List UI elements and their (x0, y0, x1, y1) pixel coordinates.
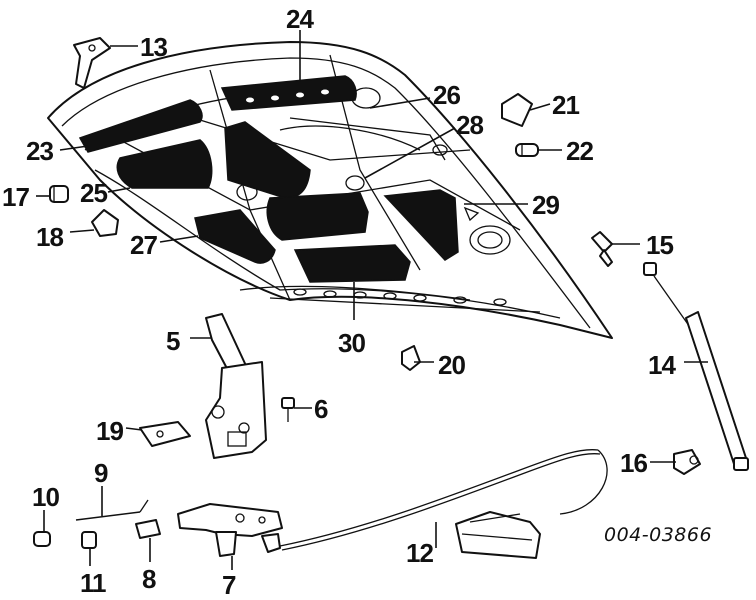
callout-labels: 13 24 23 26 28 21 22 17 25 29 18 27 15 3… (2, 4, 677, 600)
callout-17: 17 (2, 182, 29, 212)
callout-20: 20 (438, 350, 465, 380)
callout-18: 18 (36, 222, 63, 252)
part-5-hinge (205, 313, 267, 459)
part-14-gas-strut (643, 262, 749, 471)
part-10-pin (33, 531, 51, 547)
pad-24 (220, 75, 357, 111)
callout-21: 21 (552, 90, 579, 120)
callout-28: 28 (456, 110, 483, 140)
part-9-rod (75, 499, 149, 521)
callout-29: 29 (532, 190, 559, 220)
part-11-clip (81, 531, 97, 549)
part-13-bracket (73, 37, 111, 89)
insulation-pads (78, 75, 459, 283)
leader-lines (36, 30, 708, 570)
part-6-bolt (281, 397, 295, 422)
part-15-clip (591, 231, 613, 267)
pad-29 (383, 189, 459, 261)
callout-13: 13 (140, 32, 167, 62)
callout-14: 14 (648, 350, 676, 380)
callout-23: 23 (26, 136, 53, 166)
callout-16: 16 (620, 448, 647, 478)
rail-slots (293, 288, 507, 306)
diagram-reference-code: 004-03866 (604, 524, 712, 546)
callout-25: 25 (80, 178, 107, 208)
callout-30: 30 (338, 328, 365, 358)
callout-8: 8 (142, 564, 156, 594)
callout-15: 15 (646, 230, 673, 260)
part-21-bumper (501, 93, 533, 127)
callout-7: 7 (222, 570, 236, 600)
part-22-stop (515, 143, 539, 157)
callout-9: 9 (94, 458, 108, 488)
part-16-clip (673, 449, 701, 475)
pad-27 (194, 209, 276, 264)
callout-19: 19 (96, 416, 123, 446)
part-17-plug (49, 185, 69, 203)
callout-24: 24 (286, 4, 314, 34)
pad-29-left (266, 192, 369, 241)
pad-23 (78, 99, 203, 153)
part-19-plate (139, 421, 191, 447)
callout-6: 6 (314, 394, 328, 424)
callout-12: 12 (406, 538, 433, 568)
callout-27: 27 (130, 230, 157, 260)
part-8-clip (135, 519, 161, 539)
pad-30 (293, 244, 411, 283)
callout-22: 22 (566, 136, 593, 166)
part-20-bumper (401, 345, 421, 371)
part-12-release-cable (279, 449, 608, 559)
callout-26: 26 (433, 80, 460, 110)
callout-11: 11 (80, 568, 106, 598)
part-18-block (91, 209, 119, 237)
callout-5: 5 (166, 326, 180, 356)
part-7-latch (177, 503, 283, 557)
pad-25 (116, 139, 213, 189)
callout-10: 10 (32, 482, 59, 512)
